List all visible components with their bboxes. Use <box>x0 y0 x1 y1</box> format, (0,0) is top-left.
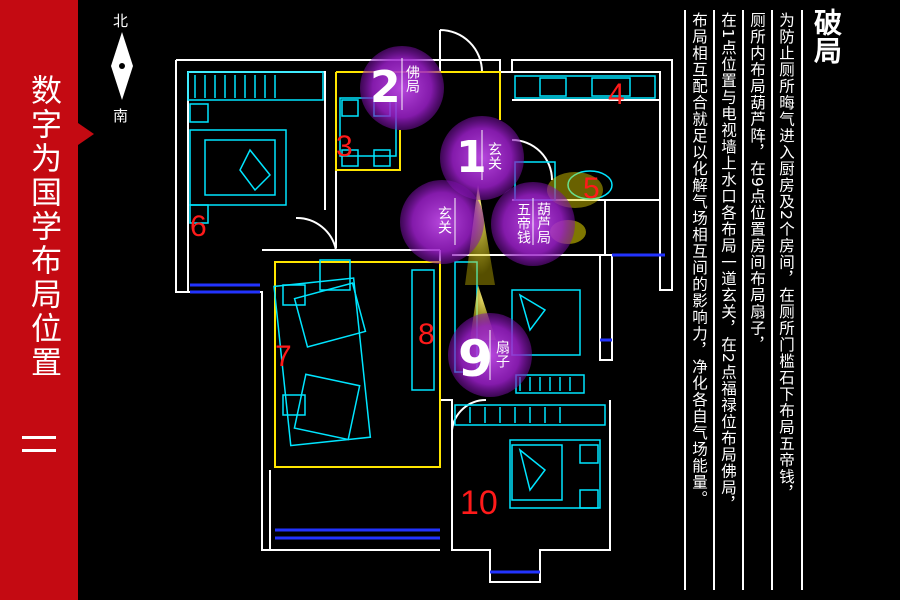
panel-text-column-4: 布局相互配合就足以化解气场相互间的影响力，净化各自气场能量。 <box>690 12 708 507</box>
panel-text-column-2: 厕所内布局葫芦阵，在9点位置房间布局扇子， <box>748 12 766 353</box>
room-number-4: 4 <box>608 78 625 111</box>
side-banner-arrow <box>78 123 94 145</box>
marker-1-number: 1 <box>456 132 487 183</box>
side-banner-title: 数字为国学布局位置 <box>25 74 61 380</box>
compass-north-label: 北 <box>113 12 129 30</box>
panel-divider <box>742 10 744 590</box>
room-number-8: 8 <box>418 318 435 351</box>
room-number-10: 10 <box>460 484 498 522</box>
compass-south-label: 南 <box>113 107 129 125</box>
marker-2-label: 佛局 <box>404 65 420 93</box>
panel-divider <box>771 10 773 590</box>
room-number-7: 7 <box>275 340 292 373</box>
side-banner <box>0 0 78 600</box>
panel-text-column-1: 为防止厕所晦气进入厨房及2个房间，在厕所门槛石下布局五帝钱， <box>777 12 795 502</box>
panel-text-column-3: 在1点位置与电视墙上水口各布局一道玄关，在2点福禄位布局佛局， <box>719 12 737 513</box>
marker-hulu-label: 葫芦局 <box>535 202 551 244</box>
plan-windows <box>190 253 665 574</box>
marker-2-number: 2 <box>370 62 401 113</box>
panel-divider <box>801 10 803 590</box>
marker-9-number: 9 <box>458 330 493 388</box>
marker-9-label: 扇子 <box>494 340 510 368</box>
marker-xuanguan-label: 玄关 <box>436 206 452 234</box>
living-room-outline <box>274 71 501 468</box>
marker-wudiqian-label: 五帝钱 <box>515 202 531 244</box>
panel-title: 破局 <box>810 8 843 64</box>
panel-divider <box>684 10 686 590</box>
compass-needle-icon <box>111 32 133 100</box>
room-number-3: 3 <box>336 130 353 163</box>
panel-divider <box>713 10 715 590</box>
side-banner-lines <box>22 436 56 462</box>
fengshui-markers <box>360 46 575 397</box>
plan-furniture <box>187 71 656 509</box>
room-number-6: 6 <box>190 210 207 243</box>
marker-xuanguan-circle <box>400 180 484 264</box>
marker-1-label: 玄关 <box>486 142 502 170</box>
room-number-5: 5 <box>583 172 600 205</box>
